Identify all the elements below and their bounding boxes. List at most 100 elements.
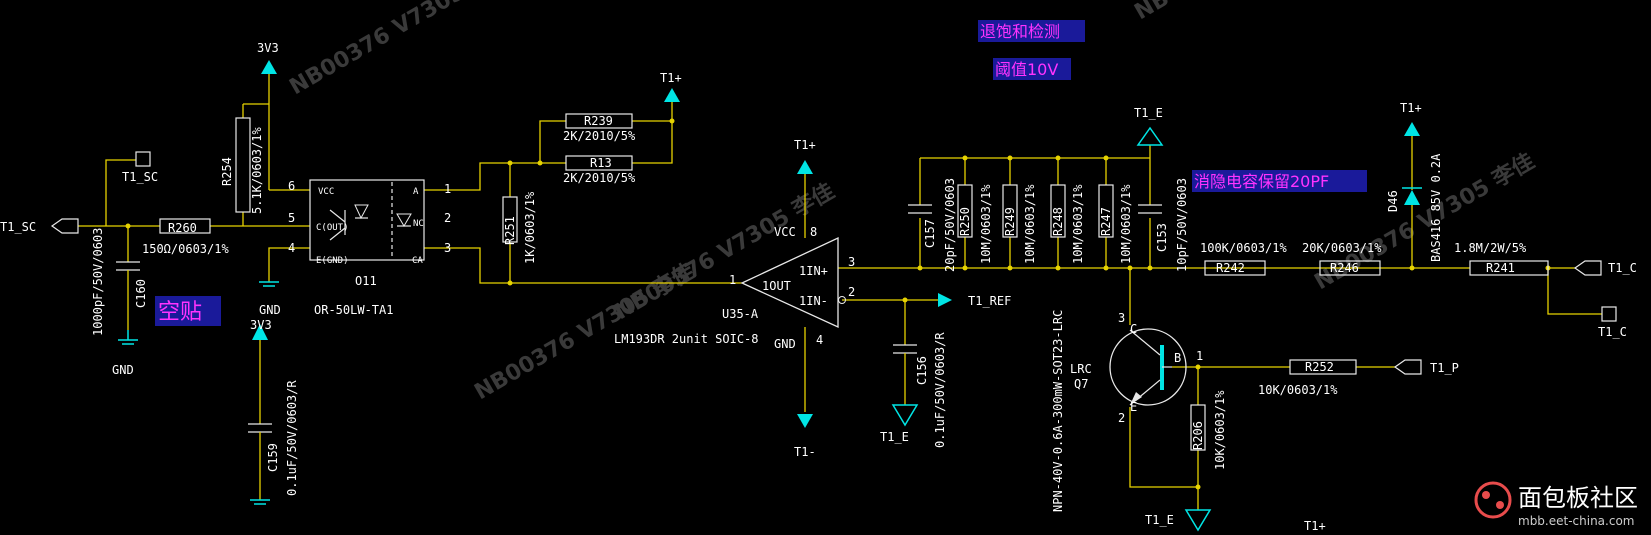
value-label: 10M/0603/1% [979, 184, 993, 264]
empty-pad-note: 空贴 [158, 300, 202, 325]
value-label: 2K/2010/5% [563, 171, 636, 185]
pin-number: 2 [848, 285, 855, 299]
pin-number: 6 [288, 179, 295, 193]
logo-name: 面包板社区 [1518, 484, 1638, 512]
net-label: GND [259, 303, 281, 317]
net-label: T1_E [880, 430, 909, 444]
value-label: BAS416 85V 0.2A [1429, 153, 1443, 262]
ref-label: R248 [1051, 207, 1065, 236]
optocoupler-o11 [309, 179, 425, 261]
value-label: 1000pF/50V/0603 [91, 228, 105, 336]
resistor-r249 [1002, 184, 1018, 238]
notes: 退饱和检测 阈值10V 消隐电容保留20PF 空贴 [155, 20, 1367, 326]
power-symbols [50, 60, 1617, 532]
ref-label: C156 [915, 356, 929, 385]
ref-label: R247 [1099, 207, 1113, 236]
ref-label: R260 [168, 221, 197, 235]
ref-label: R206 [1191, 421, 1205, 450]
net-label: T1+ [660, 71, 682, 85]
net-label: T1+ [794, 138, 816, 152]
pin-number: 4 [816, 333, 823, 347]
value-label: 1.8M/2W/5% [1454, 241, 1527, 255]
resistor-r242 [1204, 260, 1266, 276]
capacitor-c156 [893, 344, 917, 380]
watermark: NB00376 V7305 李佳 [1131, 0, 1359, 25]
ref-label: Q7 [1074, 377, 1088, 391]
pin-number: 3 [1118, 311, 1125, 325]
diode-d46 [1402, 187, 1422, 205]
resistor-r260 [159, 218, 211, 234]
ref-label: C153 [1155, 223, 1169, 252]
pin-number: 1 [729, 273, 736, 287]
value-label: 20pF/50V/0603 [943, 178, 957, 272]
ref-label: R252 [1305, 360, 1334, 374]
pin-name: VCC [774, 225, 796, 239]
resistor-r246 [1319, 260, 1381, 276]
value-label: NPN-40V-0.6A-300mW-SOT23-LRC [1051, 310, 1065, 512]
ref-label: R254 [220, 157, 234, 186]
pin-number: 3 [444, 241, 451, 255]
title-note: 退饱和检测 [980, 22, 1060, 41]
net-label: T1_REF [968, 294, 1011, 308]
capacitor-c159 [248, 423, 272, 442]
value-label: 10M/0603/1% [1071, 184, 1085, 264]
value-label: 0.1uF/50V/0603/R [933, 332, 947, 448]
resistor-r206 [1190, 404, 1206, 451]
value-label: 10M/0603/1% [1119, 184, 1133, 264]
net-label: T1+ [1304, 519, 1326, 533]
resistor-r248 [1050, 184, 1066, 238]
net-label: T1_SC [0, 220, 36, 234]
pin-name: E(GND) [316, 256, 349, 266]
pin-name: C(OUT) [316, 223, 349, 233]
net-label: T1- [794, 445, 816, 459]
capacitor-c153 [1138, 204, 1162, 214]
value-label: 2K/2010/5% [563, 129, 636, 143]
value-label: 10pF/50V/0603 [1175, 178, 1189, 272]
value-label: 10K/0603/1% [1213, 390, 1227, 470]
threshold-note: 阈值10V [995, 60, 1058, 79]
ref-label: O11 [355, 274, 377, 288]
pin-number: 1 [444, 182, 451, 196]
logo-icon [1474, 481, 1512, 519]
pin-name: VCC [318, 187, 334, 197]
pin-name: CA [412, 256, 423, 266]
resistor-r251 [502, 196, 518, 243]
ref-label: R246 [1330, 261, 1359, 275]
resistor-r252 [1289, 359, 1357, 375]
pin-number: 2 [444, 211, 451, 225]
comparator-u35 [740, 236, 846, 329]
net-label: T1_E [1145, 513, 1174, 527]
net-label: T1_C [1598, 325, 1627, 339]
ref-label: U35-A [722, 307, 759, 321]
pin-name: 1OUT [762, 279, 791, 293]
pin-name: A [413, 187, 419, 197]
ref-label: R241 [1486, 261, 1515, 275]
value-label: 100K/0603/1% [1200, 241, 1287, 255]
wires [78, 74, 1602, 510]
resistor-r13 [565, 155, 633, 171]
ref-label: D46 [1386, 190, 1400, 212]
value-label: OR-50LW-TA1 [314, 303, 393, 317]
net-label: 3V3 [257, 41, 279, 55]
capacitor-c160 [116, 261, 140, 300]
value-label: 5.1K/0603/1% [250, 127, 264, 214]
site-logo: 面包板社区 mbb.eet-china.com [1474, 481, 1638, 528]
ref-label: R250 [958, 207, 972, 236]
value-label: 10K/0603/1% [1258, 383, 1338, 397]
net-label: T1_C [1608, 261, 1637, 275]
value-label: LM193DR 2unit SOIC-8 [614, 332, 759, 346]
net-labels: T1_SC T1_SC 3V3 3V3 GND GND T1+ T1+ T1- … [0, 41, 1637, 533]
pin-name: C [1130, 322, 1137, 336]
resistor-r241 [1469, 260, 1549, 276]
pin-name: 1IN- [799, 294, 828, 308]
resistor-r247 [1098, 184, 1114, 238]
ref-label: R249 [1003, 207, 1017, 236]
net-label: T1_E [1134, 106, 1163, 120]
value-label: 10M/0603/1% [1023, 184, 1037, 264]
ref-label: C160 [134, 279, 148, 308]
pin-number: 4 [288, 241, 295, 255]
resistor-r254 [235, 117, 251, 213]
junctions [125, 118, 1551, 490]
pin-number: 8 [810, 225, 817, 239]
